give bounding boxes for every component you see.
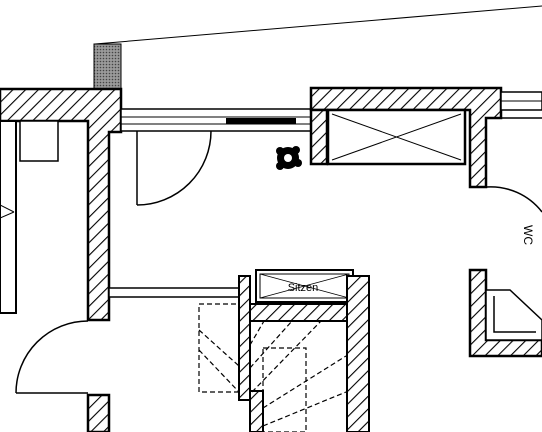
opening-middle	[108, 287, 240, 298]
door-swing-top	[136, 130, 212, 206]
stair-hint-left	[0, 204, 15, 213]
door-swing-lower-left	[15, 320, 89, 394]
wall-stair-post	[249, 390, 264, 432]
stair-hint-left-2	[0, 211, 15, 219]
stairs-dashed	[198, 303, 347, 432]
wall-lower-left	[86, 393, 111, 432]
wall-right-lower	[468, 268, 542, 358]
wall-stair-right	[346, 275, 370, 432]
room-label-wc: WC	[521, 225, 535, 245]
door-swing-wc	[485, 186, 542, 213]
cabinet-left	[19, 120, 59, 162]
wall-top-right-post	[309, 108, 329, 166]
wall-top-left	[0, 87, 123, 322]
chimney-stippled	[93, 43, 122, 90]
roof-edge-line	[94, 5, 542, 45]
sink-corner	[485, 289, 542, 341]
wall-stair-left	[238, 275, 251, 401]
wall-left-inner	[0, 120, 17, 314]
furniture-label-sitzen: Sitzen	[288, 282, 319, 294]
wall-stair-top	[249, 303, 348, 322]
plant-icon	[276, 146, 302, 170]
window-sash	[226, 118, 296, 124]
